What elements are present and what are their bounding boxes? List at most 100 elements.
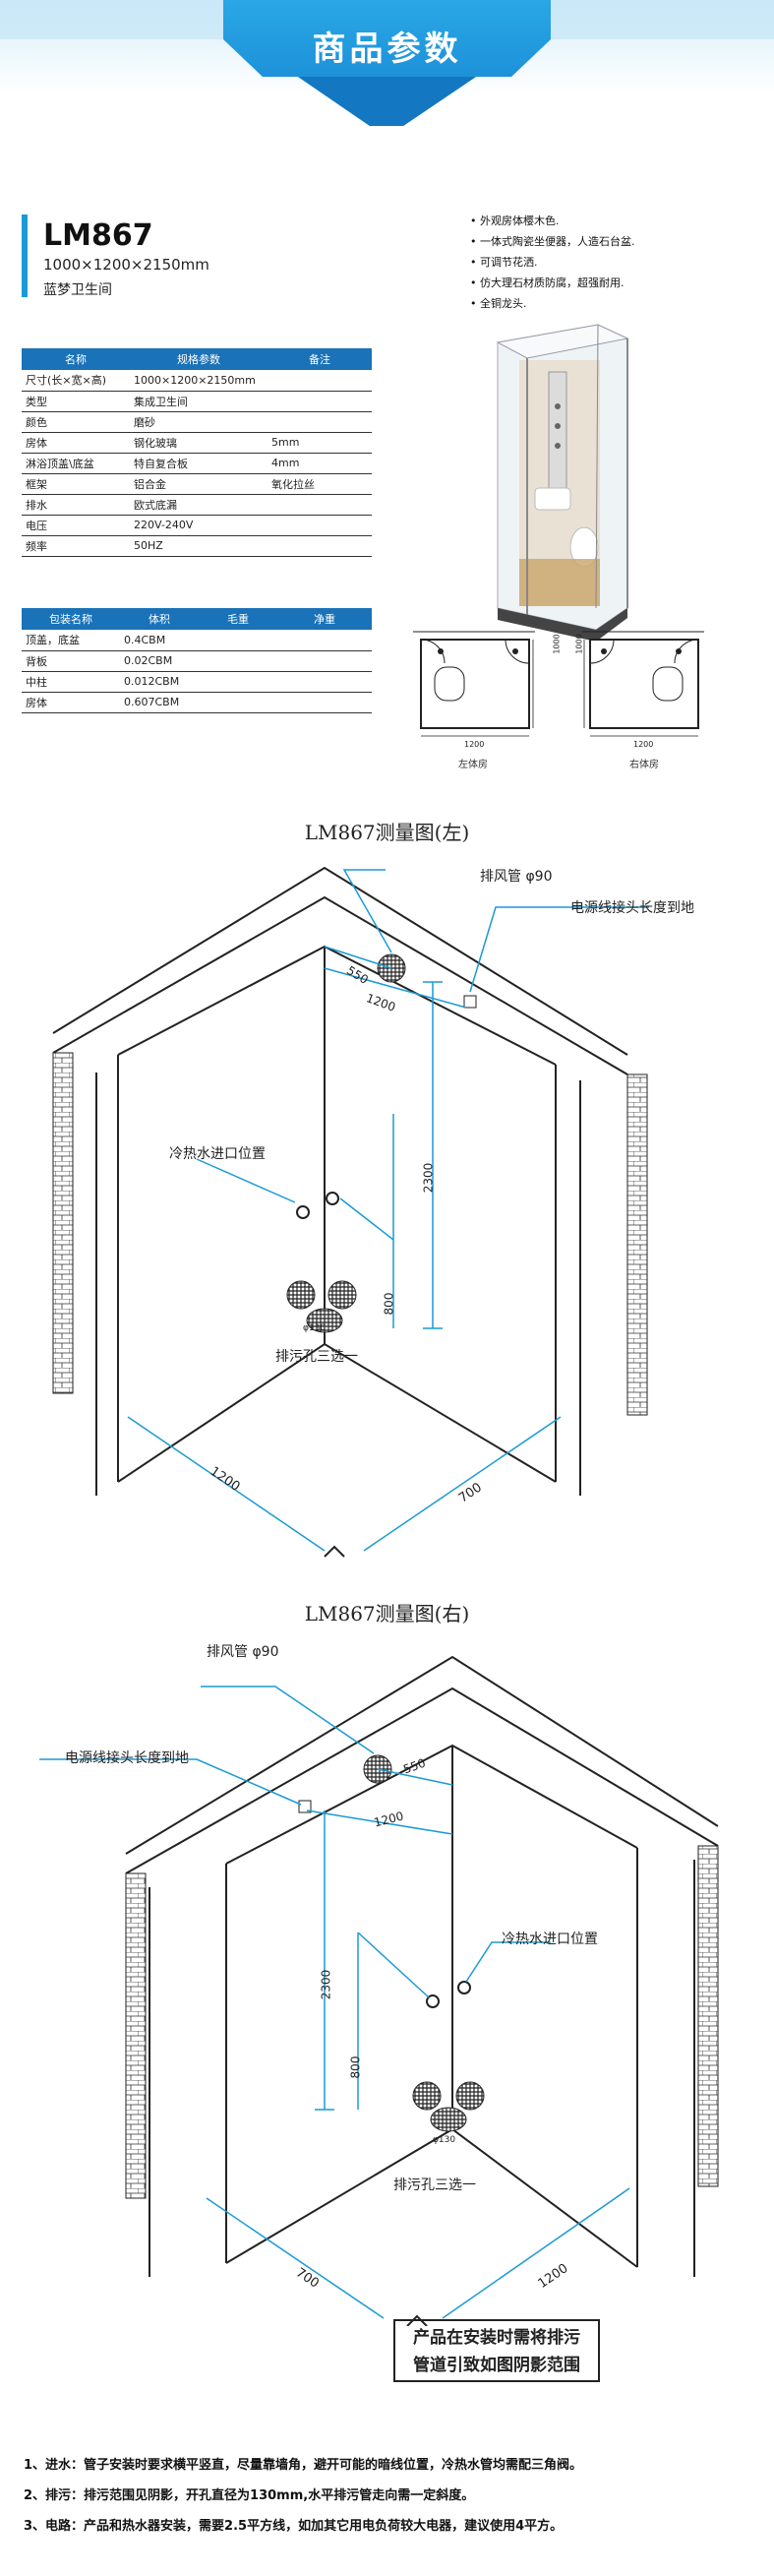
plan-left-depth: 1000: [552, 634, 562, 654]
diagram-right-d800: 800: [348, 2055, 363, 2079]
spec-cell: 房体: [22, 432, 130, 454]
install-note-line-1: 产品在安装时需将排污: [413, 2328, 580, 2348]
spec-cell: 4mm: [268, 453, 372, 474]
diagram-left-drain: 排污孔三选一: [275, 1349, 358, 1365]
spec-cell: [268, 535, 372, 557]
spec-cell: 电压: [22, 515, 130, 536]
list-item: • 一体式陶瓷坐便器，人造石台盆.: [470, 235, 635, 248]
pack-header-net: 净重: [277, 608, 372, 630]
product-image: [496, 324, 629, 642]
diagram-left-power: 电源线接头长度到地: [570, 900, 694, 916]
pack-cell: [199, 630, 277, 651]
list-item: • 可调节花洒.: [470, 256, 538, 269]
spec-cell: [268, 411, 372, 433]
spec-cell: 220V-240V: [130, 515, 268, 536]
pack-cell: [199, 650, 277, 672]
spec-cell: 钢化玻璃: [130, 432, 268, 454]
diagram-right-title: LM867测量图(右): [304, 1602, 470, 1625]
table-row: 类型集成卫生间: [22, 391, 372, 412]
banner-title: 商品参数: [312, 30, 462, 69]
pack-header-volume: 体积: [120, 608, 199, 630]
spec-cell: 集成卫生间: [130, 391, 268, 412]
diagram-right-water: 冷热水进口位置: [502, 1932, 598, 1947]
plan-right-depth: 1000: [574, 634, 584, 654]
pack-cell: 0.607CBM: [120, 692, 199, 713]
diagram-left-water: 冷热水进口位置: [169, 1146, 266, 1162]
spec-cell: [268, 494, 372, 516]
feature-list: • 外观房体樱木色. • 一体式陶瓷坐便器，人造石台盆. • 可调节花洒. • …: [470, 211, 634, 314]
list-item: 2、排污：排污范围见阴影，开孔直径为130mm,水平排污管走向需一定斜度。: [24, 2488, 475, 2503]
spec-cell: [268, 515, 372, 536]
model-name: LM867: [43, 218, 153, 253]
spec-header-note: 备注: [268, 348, 372, 370]
pack-cell: [199, 692, 277, 713]
header-banner: 商品参数: [0, 0, 774, 138]
pack-cell: 0.4CBM: [120, 630, 199, 651]
spec-cell: 频率: [22, 535, 130, 557]
spec-cell: 颜色: [22, 411, 130, 433]
spec-header-row: 名称 规格参数 备注: [22, 348, 372, 370]
spec-cell: 铝合金: [130, 473, 268, 495]
pack-header-gross: 毛重: [199, 608, 277, 630]
plan-left-width: 1200: [464, 740, 485, 749]
pack-header-name: 包装名称: [22, 608, 120, 630]
pack-cell: 顶盖，底盆: [22, 630, 120, 651]
spec-table: 名称 规格参数 备注 尺寸(长×宽×高)1000×1200×2150mm 类型集…: [22, 348, 372, 557]
plan-right-width: 1200: [633, 740, 654, 749]
table-row: 排水欧式底漏: [22, 494, 372, 516]
pack-cell: 中柱: [22, 671, 120, 693]
diagram-right-phi: φ130: [433, 2135, 456, 2145]
spec-header-param: 规格参数: [130, 348, 268, 370]
diagram-right-power: 电源线接头长度到地: [65, 1750, 189, 1766]
spec-header-name: 名称: [22, 348, 130, 370]
spec-cell: 欧式底漏: [130, 494, 268, 516]
pack-cell: 0.02CBM: [120, 650, 199, 672]
spec-cell: 5mm: [268, 432, 372, 454]
diagram-right-exhaust: 排风管 φ90: [207, 1644, 279, 1660]
spec-cell: 磨砂: [130, 411, 268, 433]
diagram-left-d800: 800: [382, 1292, 396, 1316]
pack-cell: 房体: [22, 692, 120, 713]
banner-graphic: [0, 0, 774, 126]
spec-cell: 氧化拉丝: [268, 473, 372, 495]
pack-header-row: 包装名称 体积 毛重 净重: [22, 608, 372, 630]
install-notes: 1、进水：管子安装时要求横平竖直，尽量靠墙角，避开可能的暗线位置，冷热水管均需配…: [24, 2450, 582, 2542]
diagram-left-title: LM867测量图(左): [304, 821, 470, 844]
diagram-left: [52, 866, 649, 1558]
model-series: 蓝梦卫生间: [43, 282, 112, 298]
list-item: • 全铜龙头.: [470, 297, 527, 310]
install-note-line-2: 管道引致如图阴影范围: [413, 2356, 580, 2375]
diagram-right-d2300: 2300: [319, 1969, 333, 2000]
table-row: 颜色磨砂: [22, 411, 372, 433]
diagram-right-drain: 排污孔三选一: [393, 2177, 476, 2193]
accent-bar: [22, 215, 28, 297]
pack-cell: 背板: [22, 650, 120, 672]
pack-cell: [199, 671, 277, 693]
spec-cell: 特自复合板: [130, 453, 268, 474]
table-row: 尺寸(长×宽×高)1000×1200×2150mm: [22, 370, 372, 392]
spec-cell: 类型: [22, 391, 130, 412]
list-item: 1、进水：管子安装时要求横平竖直，尽量靠墙角，避开可能的暗线位置，冷热水管均需配…: [24, 2458, 583, 2473]
plan-left-caption: 左体房: [458, 760, 488, 770]
diagram-right: [39, 1655, 719, 2326]
pack-cell: [277, 671, 372, 693]
list-item: 3、电路：产品和热水器安装，需要2.5平方线，如加其它用电负荷较大电器，建议使用…: [24, 2519, 564, 2534]
spec-cell: 淋浴顶盖\底盆: [22, 453, 130, 474]
plan-left: [413, 631, 535, 737]
list-item: • 仿大理石材质防腐，超强耐用.: [470, 276, 625, 289]
diagram-left-phi: φ130: [303, 1323, 327, 1333]
diagram-left-d2300: 2300: [421, 1162, 436, 1194]
pack-cell: [277, 630, 372, 651]
pack-cell: [277, 692, 372, 713]
spec-cell: 1000×1200×2150mm: [130, 370, 268, 392]
spec-cell: 框架: [22, 473, 130, 495]
